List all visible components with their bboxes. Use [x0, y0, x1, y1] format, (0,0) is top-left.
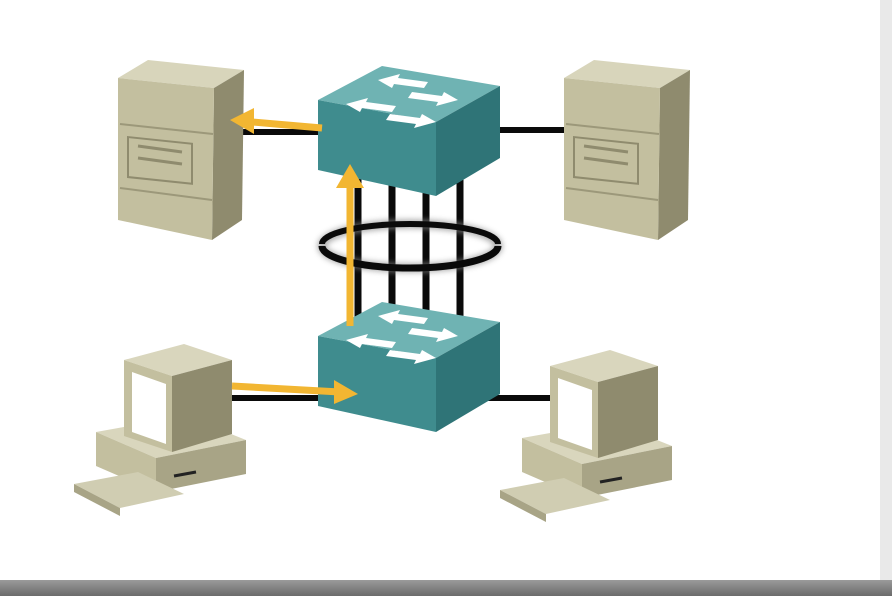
arrow-to-server-icon	[230, 108, 323, 134]
etherchannel-ring	[317, 219, 503, 273]
server-icon	[564, 60, 690, 240]
server-icon	[118, 60, 244, 240]
arrow-to-switch-icon	[231, 380, 358, 404]
traffic-flow	[230, 108, 364, 404]
multilayer-switch-icon	[318, 302, 500, 432]
workstation-icon	[74, 344, 246, 516]
workstation-icon	[500, 350, 672, 522]
footer-bar	[0, 580, 892, 596]
arrow-up-icon	[336, 164, 364, 326]
frame-edge	[880, 0, 892, 580]
